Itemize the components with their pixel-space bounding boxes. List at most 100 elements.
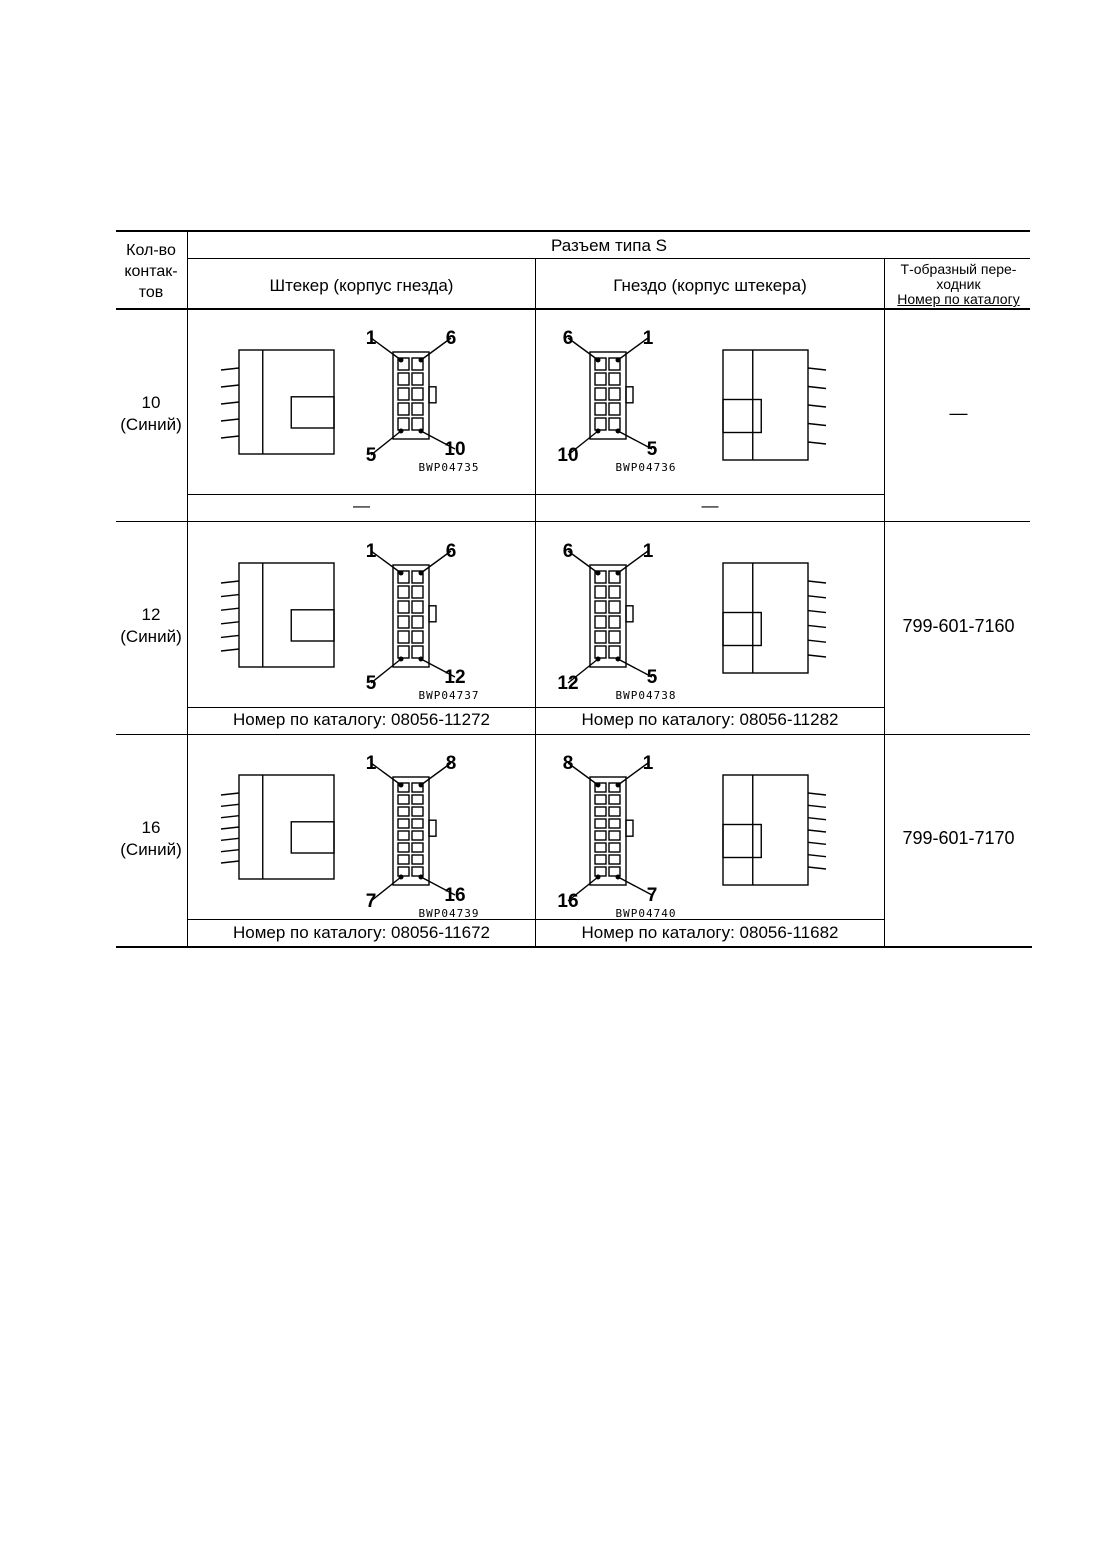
leader-line bbox=[567, 430, 599, 456]
latch-block bbox=[722, 398, 762, 434]
wire-line bbox=[220, 607, 240, 611]
pin-label-bottom-right: 7 bbox=[647, 885, 658, 906]
pin-cavity bbox=[608, 372, 621, 386]
pin-cavity bbox=[397, 842, 410, 853]
pin-cavity bbox=[594, 645, 607, 659]
pin-cavity bbox=[608, 417, 621, 431]
leader-line bbox=[617, 550, 649, 574]
pin-cavity bbox=[397, 854, 410, 865]
rule-bottom bbox=[116, 946, 1032, 948]
wire-line bbox=[807, 866, 827, 870]
leader-arrow bbox=[398, 428, 404, 434]
leader-line bbox=[370, 550, 402, 574]
pin-cavity bbox=[608, 387, 621, 401]
wire-line bbox=[807, 829, 827, 833]
rule-row1-end bbox=[116, 521, 1030, 522]
leader-line bbox=[420, 550, 452, 574]
pin-label-bottom-left: 12 bbox=[557, 673, 578, 694]
leader-line bbox=[370, 762, 402, 786]
pin-cavity bbox=[594, 417, 607, 431]
pin-cavity bbox=[594, 842, 607, 853]
wire-line bbox=[220, 826, 240, 830]
wire-line bbox=[220, 814, 240, 819]
pin-cavity bbox=[608, 854, 621, 865]
rule-row2-end bbox=[116, 734, 1030, 735]
row-2-pin-count: 12 bbox=[141, 605, 161, 624]
row-2-color: (Синий) bbox=[120, 627, 182, 646]
leader-line bbox=[567, 550, 599, 574]
leader-arrow bbox=[398, 782, 404, 788]
connector-side-view bbox=[722, 774, 827, 886]
figure-code: BWP04735 bbox=[419, 461, 480, 474]
leader-arrow bbox=[615, 428, 621, 434]
header-tadapter-line-1: Т-образный пере- bbox=[900, 261, 1017, 277]
wire-line bbox=[807, 654, 827, 658]
housing-outline bbox=[238, 562, 335, 668]
locking-tab bbox=[625, 605, 634, 623]
pin-cavity bbox=[397, 645, 410, 659]
pin-cavity bbox=[594, 854, 607, 865]
latch-block bbox=[290, 609, 335, 642]
wire-line bbox=[220, 435, 240, 439]
wire-line bbox=[807, 367, 827, 371]
leader-line bbox=[370, 430, 402, 456]
wire-line bbox=[220, 648, 240, 652]
connector-side-view bbox=[722, 562, 827, 674]
header-tadapter: Т-образный пере- ходник Номер по каталог… bbox=[885, 262, 1032, 307]
wire-line bbox=[220, 384, 240, 388]
leader-line bbox=[617, 762, 649, 786]
pin-label-top-left: 6 bbox=[563, 328, 574, 349]
wire-line bbox=[220, 367, 240, 371]
pin-label-top-left: 8 bbox=[563, 753, 574, 774]
pin-label-top-left: 1 bbox=[366, 541, 377, 562]
col-divider-2 bbox=[535, 258, 536, 947]
leader-line bbox=[567, 658, 599, 684]
pin-cavity bbox=[397, 585, 410, 599]
latch-block bbox=[722, 823, 762, 859]
pin-cavity bbox=[594, 357, 607, 371]
pin-label-bottom-left: 5 bbox=[366, 673, 377, 694]
housing-outline bbox=[238, 774, 335, 880]
pin-cavity bbox=[411, 585, 424, 599]
pin-cavity bbox=[594, 387, 607, 401]
pin-cavity bbox=[411, 830, 424, 841]
figure-code: BWP04740 bbox=[616, 907, 677, 920]
connector-side-view bbox=[722, 349, 827, 461]
locking-tab bbox=[625, 386, 634, 404]
pin-cavity bbox=[411, 854, 424, 865]
pin-cavity bbox=[411, 387, 424, 401]
leader-line bbox=[617, 337, 649, 361]
wire-line bbox=[220, 803, 240, 808]
leader-line bbox=[420, 658, 456, 678]
pin-cavity bbox=[397, 402, 410, 416]
row-3-female-catalog: Номер по каталогу: 08056-11682 bbox=[581, 923, 839, 942]
wire-line bbox=[807, 853, 827, 858]
pin-cavity bbox=[608, 402, 621, 416]
header-count-line-3: тов bbox=[138, 284, 164, 301]
pin-cavity bbox=[608, 570, 621, 584]
leader-arrow bbox=[615, 782, 621, 788]
header-tadapter-line-3: Номер по каталогу bbox=[897, 291, 1020, 307]
pin-cavity bbox=[594, 782, 607, 793]
wire-line bbox=[807, 816, 827, 821]
pin-cavity bbox=[594, 830, 607, 841]
pin-cavity bbox=[411, 630, 424, 644]
latch-block bbox=[290, 821, 335, 854]
pin-cavity bbox=[397, 794, 410, 805]
row-2-pins: 12 (Синий) bbox=[116, 604, 186, 648]
pin-cavity bbox=[608, 842, 621, 853]
pin-cavity bbox=[608, 794, 621, 805]
latch-block bbox=[290, 396, 335, 429]
locking-tab bbox=[625, 819, 634, 837]
leader-line bbox=[370, 876, 402, 902]
pin-cavity bbox=[397, 357, 410, 371]
pin-cavity bbox=[397, 818, 410, 829]
row-3-pins: 16 (Синий) bbox=[116, 817, 186, 861]
leader-arrow bbox=[595, 357, 601, 363]
leader-arrow bbox=[398, 570, 404, 576]
leader-line bbox=[567, 876, 599, 902]
wire-line bbox=[807, 624, 827, 629]
pin-cavity bbox=[608, 866, 621, 877]
